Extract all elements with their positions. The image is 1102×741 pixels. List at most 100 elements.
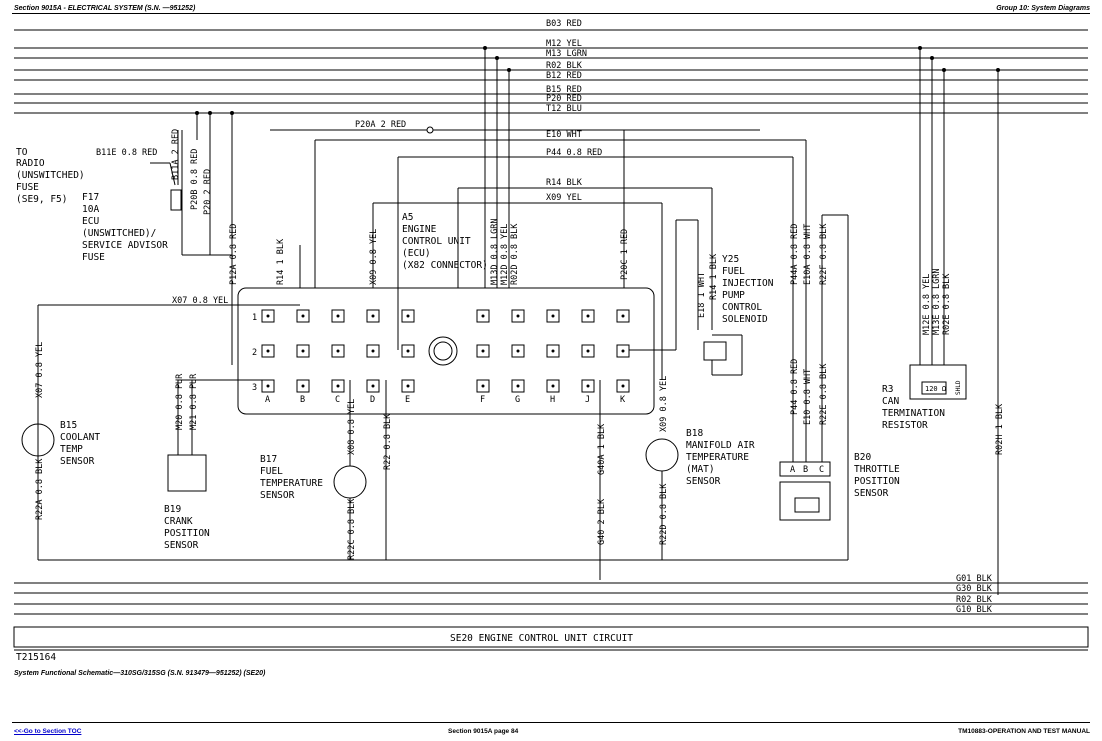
wire-label: R14 1 BLK [276, 238, 286, 285]
wire-label: R14 1 BLK [709, 253, 719, 300]
wire-label: P20B 0.8 RED [190, 149, 200, 210]
b20-pin-label: B [803, 465, 808, 475]
b19-label: SENSOR [164, 540, 199, 551]
connector-col-label: D [370, 395, 375, 405]
fuse-f17-label: FUSE [82, 252, 105, 263]
wire-label: P20C 1 RED [620, 229, 630, 280]
fuse-f17-label: F17 [82, 192, 99, 203]
wire-label: M12D 0.8 YEL [500, 224, 510, 285]
connector-col-label: C [335, 395, 340, 405]
wire-label: B15 RED [546, 85, 582, 95]
header-rule [12, 13, 1090, 14]
connector-col-label: G [515, 395, 520, 405]
connector-col-label: H [550, 395, 555, 405]
b18-label: MANIFOLD AIR [686, 440, 755, 451]
connector-row-label: 3 [252, 383, 257, 393]
r3-label: RESISTOR [882, 420, 928, 431]
b15-label: B15 [60, 420, 77, 431]
b20-pin-label: A [790, 465, 795, 475]
fuse-f17-label: 10A [82, 204, 99, 215]
fuse-f17-label: (UNSWITCHED)/ [82, 228, 156, 239]
wire-label: M20 0.8 PUR [175, 373, 185, 430]
figure-caption: System Functional Schematic—310SG/315SG … [14, 670, 266, 677]
y25-label: FUEL [722, 266, 745, 277]
wire-label: G30 BLK [956, 584, 993, 594]
wire-label: P44 0.8 RED [790, 359, 800, 415]
connector-col-label: F [480, 395, 485, 405]
b20-label: POSITION [854, 476, 900, 487]
wire-label: G40 2 BLK [597, 498, 607, 545]
b17-label: SENSOR [260, 490, 295, 501]
wire-label: R02E 0.8 BLK [942, 273, 952, 335]
wire-label: M12 YEL [546, 39, 582, 49]
wire-label: P20A 2 RED [355, 120, 406, 130]
b19-label: CRANK [164, 516, 193, 527]
wire-label: X07 0.8 YEL [35, 342, 45, 398]
b17-label: TEMPERATURE [260, 478, 323, 489]
wire-label: P20 RED [546, 94, 582, 104]
wire-label: X09 YEL [546, 193, 582, 203]
wire-label: P44 0.8 RED [546, 148, 602, 158]
wire-label: B11A 2 RED [171, 129, 181, 180]
y25-label: Y25 [722, 254, 739, 265]
wire-label: G10 BLK [956, 605, 993, 615]
wire-label: M21 0.8 PUR [189, 373, 199, 430]
r3-value: 120 Ω [925, 385, 946, 393]
wire-label: G01 BLK [956, 574, 993, 584]
b15-label: SENSOR [60, 456, 95, 467]
fuse-f17-label: SERVICE ADVISOR [82, 240, 168, 251]
wire-label: R14 BLK [546, 178, 583, 188]
b20-pin-label: C [819, 465, 824, 475]
wire-label: R22 0.8 BLK [383, 413, 393, 470]
wire-label: R22A 0.8 BLK [35, 458, 45, 520]
y25-label: INJECTION [722, 278, 774, 289]
wire-label: R02H 1 BLK [995, 403, 1005, 455]
circuit-title: SE20 ENGINE CONTROL UNIT CIRCUIT [450, 633, 633, 644]
toc-link[interactable]: <<-Go to Section TOC [14, 728, 82, 735]
radio-fuse-label: (SE9, F5) [16, 194, 67, 205]
b17-label: FUEL [260, 466, 283, 477]
header-group-title: Group 10: System Diagrams [996, 5, 1090, 12]
wire-label: R22E 0.8 BLK [819, 363, 829, 425]
radio-fuse-label: TO [16, 147, 28, 158]
wire-label: B12 RED [546, 71, 582, 81]
wire-label: B03 RED [546, 19, 582, 29]
footer-rule [12, 722, 1090, 723]
ecu-label: (ECU) [402, 248, 431, 259]
r3-label: CAN [882, 396, 899, 407]
connector-col-label: B [300, 395, 305, 405]
wire-label: X09 0.8 YEL [659, 376, 669, 432]
wire-label: B11E 0.8 RED [96, 148, 157, 158]
radio-fuse-label: RADIO [16, 158, 45, 169]
connector-row-label: 2 [252, 348, 257, 358]
b19-label: B19 [164, 504, 181, 515]
ecu-label: ENGINE [402, 224, 437, 235]
ecu-label: (X82 CONNECTOR) [402, 260, 488, 271]
b18-label: TEMPERATURE [686, 452, 749, 463]
wire-label: R02 BLK [956, 595, 993, 605]
wire-label: M13 LGRN [546, 49, 587, 59]
r3-label: R3 [882, 384, 893, 395]
wire-label: R22C 0.8 BLK [347, 498, 357, 560]
b20-label: B20 [854, 452, 871, 463]
manual-title: TM10883-OPERATION AND TEST MANUAL [958, 728, 1090, 735]
b18-label: (MAT) [686, 464, 715, 475]
connector-col-label: A [265, 395, 270, 405]
b18-label: B18 [686, 428, 703, 439]
wire-label: G40A 1 BLK [597, 423, 607, 475]
connector-row-label: 1 [252, 313, 257, 323]
wire-label: P12A 0.8 RED [229, 224, 239, 285]
y25-label: CONTROL [722, 302, 762, 313]
wire-label: M12E 0.8 YEL [922, 274, 932, 335]
b17-label: B17 [260, 454, 277, 465]
b20-label: SENSOR [854, 488, 889, 499]
b19-label: POSITION [164, 528, 210, 539]
wire-label: X09 0.8 YEL [369, 229, 379, 285]
ecu-label: CONTROL UNIT [402, 236, 471, 247]
r3-label: TERMINATION [882, 408, 945, 419]
b18-label: SENSOR [686, 476, 721, 487]
connector-col-label: E [405, 395, 410, 405]
wire-label: E10 0.8 WHT [803, 369, 813, 425]
ecu-label: A5 [402, 212, 413, 223]
